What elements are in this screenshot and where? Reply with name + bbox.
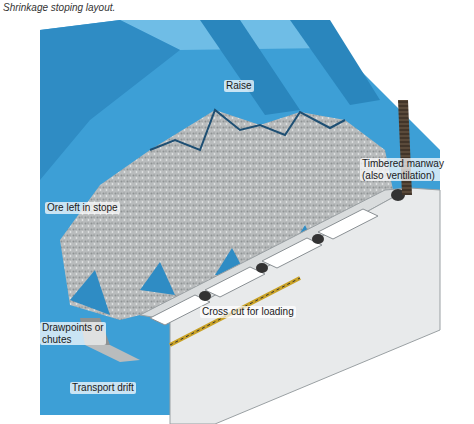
part-label: Timbered manway (also ventilation): [360, 158, 452, 181]
figure-title: Shrinkage stoping layout.: [3, 2, 115, 13]
part-label: Cross cut for loading: [200, 306, 296, 318]
part-label: Ore left in stope: [45, 202, 120, 214]
part-label: Transport drift: [70, 382, 136, 394]
part-label: Raise: [224, 80, 254, 92]
part-label: Drawpoints or chutes: [40, 322, 106, 345]
